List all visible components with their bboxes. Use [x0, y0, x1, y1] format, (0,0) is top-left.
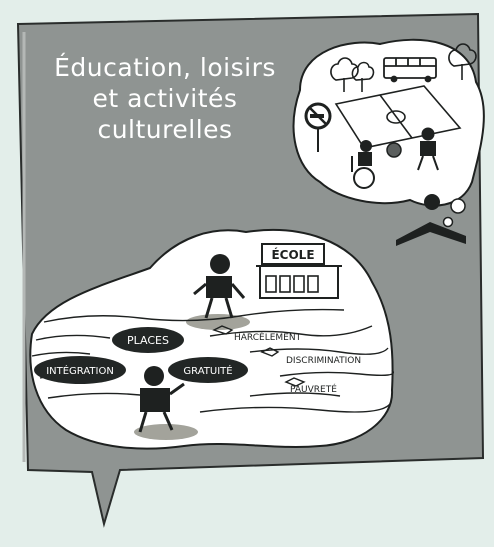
crocodile-harcelement-label: HARCÈLEMENT — [234, 331, 302, 343]
title-line-3: culturelles — [97, 115, 233, 144]
stone-places-label: PLACES — [127, 334, 169, 347]
crocodile-icon — [212, 325, 306, 387]
stone-gratuite-label: GRATUITÉ — [183, 364, 232, 377]
stone-integration-label: INTÉGRATION — [46, 364, 114, 377]
stone-integration — [34, 356, 126, 384]
stone-gratuite — [168, 357, 248, 383]
tree-icon — [330, 43, 477, 92]
child-icon — [417, 127, 439, 171]
crocodile-discrimination-label: DISCRIMINATION — [286, 356, 361, 366]
ball-icon — [386, 142, 402, 158]
running-child-icon — [186, 254, 250, 330]
thought-bubble-dot — [442, 216, 454, 228]
sports-field-icon — [334, 85, 462, 149]
stone-places — [112, 327, 184, 353]
crocodile-pauvrete-label: PAUVRETÉ — [290, 383, 337, 395]
no-smoking-sign-icon — [304, 102, 332, 152]
bus-icon — [383, 57, 437, 83]
jumping-child-icon — [134, 366, 198, 440]
school-sign-label: ÉCOLE — [271, 247, 314, 262]
page-title: Éducation, loisirs et activités culturel… — [30, 52, 300, 145]
wheelchair-child-icon — [351, 140, 375, 189]
school-building-icon — [256, 243, 342, 299]
thought-bubble-dot — [450, 198, 466, 214]
title-line-2: et activités — [92, 84, 238, 113]
title-line-1: Éducation, loisirs — [54, 53, 276, 82]
reading-child-icon — [396, 194, 466, 246]
